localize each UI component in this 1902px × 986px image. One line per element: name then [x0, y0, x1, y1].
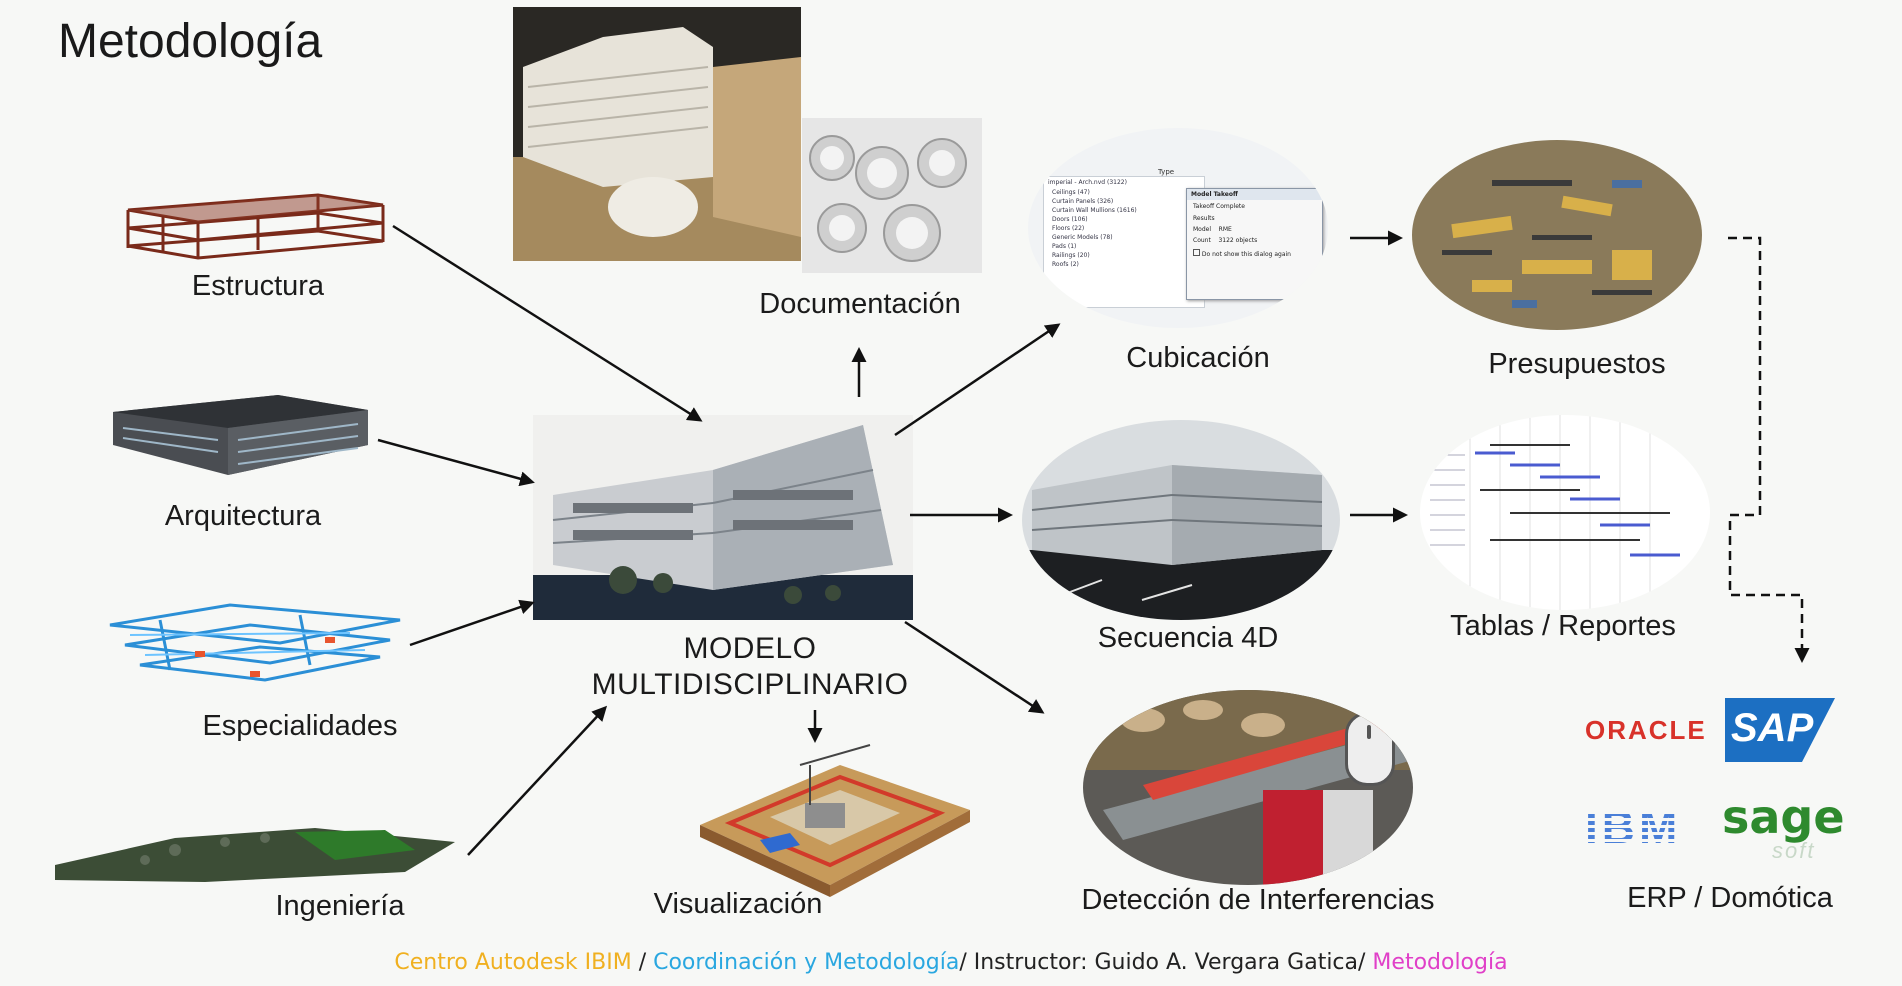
- modelo-label-line1: MODELO: [683, 632, 817, 665]
- visualizacion-label: Visualización: [653, 888, 823, 920]
- dashed-connector: [1728, 236, 1810, 663]
- arrow-cubicacion: [894, 323, 1061, 437]
- dialog-line: Takeoff Complete: [1193, 203, 1245, 210]
- column-header: Type: [1158, 168, 1175, 176]
- footer-center: Centro Autodesk IBIM: [394, 950, 632, 975]
- presupuestos-label: Presupuestos: [1488, 348, 1666, 380]
- ibm-logo: IBM: [1585, 801, 1682, 853]
- presupuestos-image: [1412, 140, 1702, 330]
- arrow-estructura: [392, 224, 703, 422]
- sage-logo: sage: [1722, 790, 1845, 844]
- deteccion-label: Detección de Interferencias: [1081, 884, 1435, 916]
- count-label: Count: [1193, 237, 1211, 244]
- footer-separator: /: [1358, 950, 1373, 975]
- estructura-label: Estructura: [191, 270, 325, 302]
- dialog-line: Results: [1193, 215, 1215, 222]
- documentacion-label: Documentación: [759, 288, 961, 320]
- model-label: Model: [1193, 226, 1212, 233]
- especialidades-image: [100, 595, 410, 685]
- ingenieria-image: [55, 820, 460, 885]
- model-value: RME: [1218, 226, 1232, 233]
- footer-instructor: Instructor: Guido A. Vergara Gatica: [973, 950, 1359, 975]
- tuberias-image: [802, 118, 982, 273]
- maqueta-image: [513, 7, 801, 261]
- footer-course: Coordinación y Metodología: [653, 950, 960, 975]
- visualizacion-image: [690, 735, 975, 900]
- estructura-image: [118, 180, 393, 260]
- tablas-label: Tablas / Reportes: [1450, 610, 1676, 642]
- modelo-image: [533, 415, 913, 620]
- checkbox[interactable]: [1193, 249, 1200, 256]
- secuencia-label: Secuencia 4D: [1097, 622, 1279, 654]
- arrow-deteccion: [904, 620, 1045, 714]
- secuencia-image: [1022, 420, 1340, 620]
- checkbox-label: Do not show this dialog again: [1201, 251, 1291, 258]
- ingenieria-label: Ingeniería: [275, 890, 405, 922]
- cubicacion-image: imperial - Arch.nvd (3122) Ceilings (47)…: [1028, 128, 1328, 328]
- arrow-ingenieria: [467, 705, 608, 856]
- arrow-arquitectura: [377, 438, 535, 487]
- footer-separator: /: [631, 950, 654, 975]
- arrow-especialidades: [409, 599, 535, 647]
- footer-separator: /: [959, 950, 974, 975]
- mouse-icon: [1345, 712, 1395, 786]
- tree-item: Generic Models (78): [1052, 234, 1113, 241]
- erp-label: ERP / Domótica: [1627, 882, 1833, 914]
- dialog-title: Model Takeoff: [1187, 189, 1322, 200]
- page-title: Metodología: [58, 15, 323, 68]
- tree-item: Doors (106): [1052, 216, 1088, 223]
- arquitectura-image: [108, 390, 373, 480]
- tree-item: Ceilings (47): [1052, 189, 1090, 196]
- oracle-logo: ORACLE: [1585, 715, 1707, 745]
- tablas-image: [1420, 415, 1710, 610]
- tree-item: imperial - Arch.nvd (3122): [1048, 179, 1127, 186]
- tree-item: Roofs (2): [1052, 261, 1079, 268]
- count-value: 3122 objects: [1218, 237, 1258, 244]
- especialidades-label: Especialidades: [202, 710, 398, 742]
- tree-item: Railings (20): [1052, 252, 1090, 259]
- deteccion-image: [1083, 690, 1413, 885]
- tree-item: Curtain Panels (326): [1052, 198, 1114, 205]
- tree-item: Curtain Wall Mullions (1616): [1052, 207, 1137, 214]
- tree-item: Pads (1): [1052, 243, 1077, 250]
- footer-topic: Metodología: [1372, 950, 1508, 975]
- footer: Centro Autodesk IBIM / Coordinación y Me…: [0, 950, 1902, 975]
- sage-sub-logo: soft: [1772, 838, 1816, 863]
- sap-logo-text: SAP: [1731, 706, 1814, 750]
- modelo-label-line2: MULTIDISCIPLINARIO: [591, 668, 909, 701]
- cubicacion-label: Cubicación: [1126, 342, 1270, 374]
- arquitectura-label: Arquitectura: [164, 500, 322, 532]
- tree-item: Floors (22): [1052, 225, 1085, 232]
